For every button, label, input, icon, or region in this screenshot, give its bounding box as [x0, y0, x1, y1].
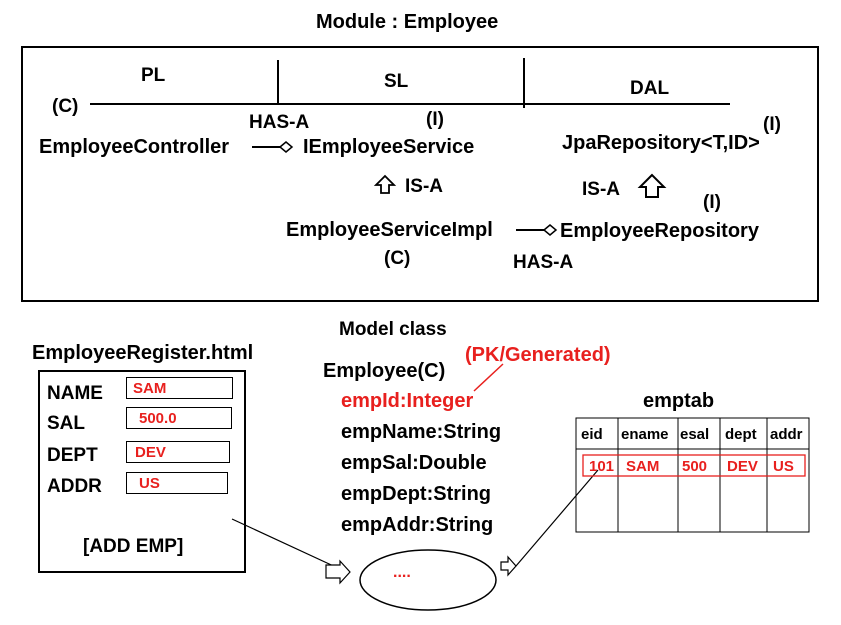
model-field-empid: empId:Integer: [341, 390, 474, 412]
form-to-ellipse-line: [231, 518, 341, 570]
name-field[interactable]: SAM: [126, 377, 233, 399]
is-a-label-2: IS-A: [582, 179, 620, 200]
addr-field-value: US: [139, 475, 160, 492]
ellipse-text: ....: [393, 564, 411, 581]
table-header-addr: addr: [770, 426, 803, 443]
has-a-label-2: HAS-A: [513, 252, 574, 273]
diagram-title: Module : Employee: [316, 11, 499, 33]
service-impl-class: EmployeeServiceImpl: [286, 219, 493, 241]
field-label-sal: SAL: [47, 413, 85, 434]
form-title: EmployeeRegister.html: [32, 342, 254, 364]
salary-field[interactable]: 500.0: [126, 407, 232, 429]
pk-note: (PK/Generated): [465, 344, 611, 366]
dept-field[interactable]: DEV: [126, 441, 230, 463]
model-class-name: Employee(C): [323, 360, 446, 382]
add-emp-button[interactable]: [ADD EMP]: [83, 536, 184, 557]
table-header-dept: dept: [725, 426, 757, 443]
service-stereotype: (I): [426, 109, 444, 130]
table-cell-ename: SAM: [626, 458, 660, 475]
table-header-esal: esal: [680, 426, 710, 443]
layer-label-dal: DAL: [630, 78, 670, 99]
ellipse-to-table-line: [515, 469, 599, 567]
field-label-name: NAME: [47, 383, 103, 404]
model-field-empdept: empDept:String: [341, 483, 491, 505]
model-field-empaddr: empAddr:String: [341, 514, 494, 536]
aggregation-diamond-icon: [278, 141, 294, 153]
up-arrow-icon: [373, 174, 397, 194]
table-cell-esal: 500: [682, 458, 708, 475]
layer-label-pl: PL: [141, 65, 166, 86]
repository-stereotype: (I): [703, 192, 721, 213]
jpa-repository-stereotype: (I): [763, 114, 781, 135]
service-interface: IEmployeeService: [303, 136, 475, 158]
jpa-repository-interface: JpaRepository<T,ID>: [562, 132, 760, 154]
has-a-label-1: HAS-A: [249, 112, 310, 133]
controller-class: EmployeeController: [39, 136, 230, 158]
table-header-eid: eid: [581, 426, 603, 443]
table-header-ename: ename: [621, 426, 669, 443]
field-label-addr: ADDR: [47, 476, 102, 497]
register-form: [38, 370, 246, 573]
aggregation-diamond-icon: [542, 224, 558, 236]
table-border: [575, 417, 810, 533]
table-cell-eid: 101: [589, 458, 615, 475]
name-field-value: SAM: [133, 380, 167, 397]
table-name: emptab: [643, 390, 715, 412]
up-arrow-icon: [637, 173, 667, 198]
table-row-highlight: [582, 454, 806, 477]
model-heading: Model class: [339, 319, 447, 340]
repository-interface: EmployeeRepository: [560, 220, 759, 242]
table-cell-dept: DEV: [727, 458, 758, 475]
field-label-dept: DEPT: [47, 445, 98, 466]
controller-stereotype: (C): [52, 96, 79, 117]
architecture-frame: [21, 46, 819, 302]
model-field-empname: empName:String: [341, 421, 502, 443]
pk-note-line: [473, 363, 504, 392]
salary-field-value: 500.0: [139, 410, 177, 427]
is-a-label-1: IS-A: [405, 176, 443, 197]
table-cell-addr: US: [773, 458, 794, 475]
layer-label-sl: SL: [384, 71, 409, 92]
addr-field[interactable]: US: [126, 472, 228, 494]
service-impl-stereotype: (C): [384, 248, 411, 269]
dept-field-value: DEV: [135, 444, 166, 461]
right-arrow-icon: [325, 559, 351, 585]
right-arrow-icon: [500, 555, 517, 577]
model-field-empsal: empSal:Double: [341, 452, 487, 474]
ellipse-shape: [359, 549, 497, 611]
